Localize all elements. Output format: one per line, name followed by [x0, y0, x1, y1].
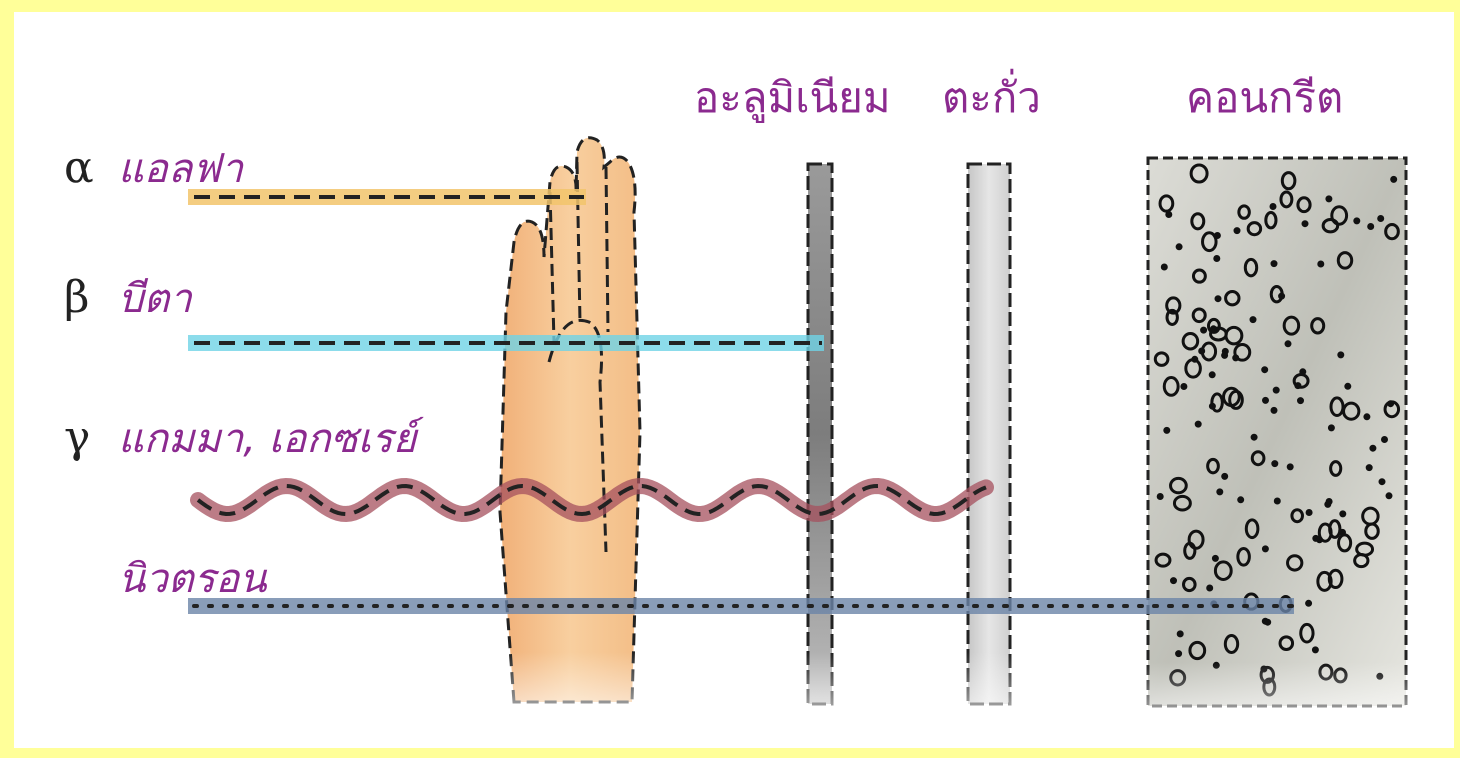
concrete-pebble [1223, 353, 1227, 357]
concrete-pebble [1235, 229, 1239, 233]
concrete-pebble [1177, 245, 1181, 249]
concrete-pebble [1273, 462, 1277, 466]
concrete-pebble [1327, 197, 1331, 201]
concrete-pebble [1371, 446, 1375, 450]
concrete-pebble [1223, 474, 1227, 478]
label-aluminium: อะลูมิเนียม [694, 73, 891, 123]
label-concrete: คอนกรีต [1186, 73, 1343, 122]
concrete-pebble [1239, 498, 1243, 502]
concrete-pebble [1341, 512, 1345, 516]
concrete-pebble [1272, 262, 1276, 266]
concrete-pebble [1263, 368, 1267, 372]
concrete-pebble [1307, 511, 1311, 515]
radiation-penetration-diagram: อะลูมิเนียม ตะกั่ว คอนกรีต α แอลฟา β บีต… [14, 12, 1454, 748]
concrete-pebble [1327, 500, 1331, 504]
concrete-pebble [1314, 536, 1318, 540]
gamma-symbol: γ [64, 412, 90, 463]
hand-shield [484, 138, 654, 748]
concrete-pebble [1264, 398, 1268, 402]
concrete-pebble [1313, 648, 1317, 652]
concrete-pebble [1299, 399, 1303, 403]
concrete-pebble [1202, 328, 1206, 332]
concrete-pebble [1288, 465, 1292, 469]
concrete-pebble [1162, 265, 1166, 269]
beta-symbol: β [64, 272, 89, 323]
neutron-label: นิวตรอน [118, 556, 268, 602]
gamma-label: แกมมา, เอกซเรย์ [118, 416, 424, 462]
concrete-pebble [1213, 556, 1217, 560]
alpha-label: แอลฟา [118, 146, 245, 192]
beta-label: บีตา [118, 276, 193, 322]
concrete-pebble [1167, 213, 1171, 217]
concrete-pebble [1196, 422, 1200, 426]
concrete-pebble [1392, 177, 1396, 181]
concrete-pebble [1172, 579, 1176, 583]
concrete-pebble [1367, 466, 1371, 470]
concrete-pebble [1251, 318, 1255, 322]
concrete-pebble [1158, 495, 1162, 499]
concrete-pebble [1319, 262, 1323, 266]
concrete-pebble [1263, 547, 1267, 551]
concrete-pebble [1215, 234, 1219, 238]
concrete-pebble [1215, 257, 1219, 261]
diagram-frame: อะลูมิเนียม ตะกั่ว คอนกรีต α แอลฟา β บีต… [14, 12, 1454, 748]
label-lead: ตะกั่ว [942, 69, 1041, 122]
concrete-pebble [1182, 385, 1186, 389]
concrete-pebble [1178, 632, 1182, 636]
concrete-pebble [1280, 294, 1284, 298]
concrete-pebble [1369, 225, 1373, 229]
concrete-block [1134, 158, 1424, 748]
concrete-pebble [1177, 652, 1181, 656]
concrete-pebble [1208, 586, 1212, 590]
aluminium-sheet [794, 164, 854, 748]
concrete-pebble [1266, 620, 1270, 624]
concrete-pebble [1216, 297, 1220, 301]
concrete-pebble [1210, 404, 1214, 408]
concrete-pebble [1365, 415, 1369, 419]
lead-sheet [954, 164, 1024, 748]
concrete-pebble [1286, 342, 1290, 346]
concrete-pebble [1383, 438, 1387, 442]
concrete-pebble [1307, 601, 1311, 605]
concrete-pebble [1380, 480, 1384, 484]
concrete-pebble [1252, 435, 1256, 439]
concrete-pebble [1355, 219, 1359, 223]
concrete-pebble [1387, 494, 1391, 498]
alpha-symbol: α [64, 142, 94, 193]
concrete-pebble [1271, 205, 1275, 209]
concrete-pebble [1329, 426, 1333, 430]
concrete-pebble [1274, 388, 1278, 392]
concrete-pebble [1346, 384, 1350, 388]
concrete-pebble [1272, 408, 1276, 412]
concrete-pebble [1303, 222, 1307, 226]
concrete-pebble [1339, 353, 1343, 357]
concrete-pebble [1218, 490, 1222, 494]
concrete-pebble [1165, 428, 1169, 432]
concrete-pebble [1379, 217, 1383, 221]
concrete-pebble [1301, 370, 1305, 374]
concrete-pebble [1193, 357, 1197, 361]
concrete-pebble [1210, 373, 1214, 377]
concrete-pebble [1275, 499, 1279, 503]
